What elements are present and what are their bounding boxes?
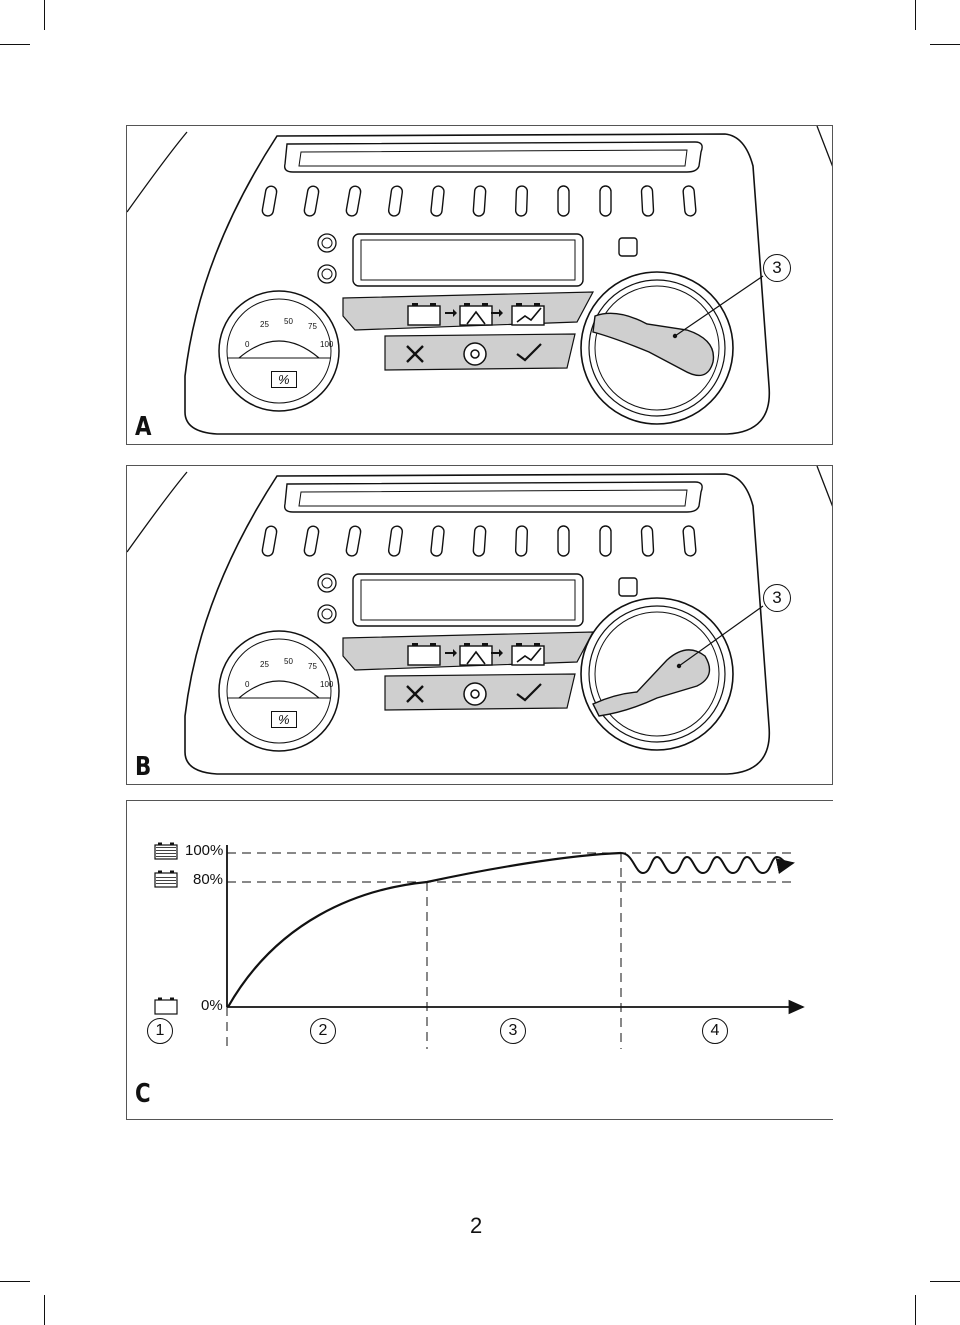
figure-c-panel: 100% 80% 0% 1 2 3 4 C <box>126 800 833 1120</box>
figure-label-c: C <box>135 1079 151 1109</box>
charger-front-illustration <box>127 466 832 775</box>
figure-a-panel: 0 25 50 75 100 % 3 A <box>126 125 833 445</box>
phase-3-label: 3 <box>500 1018 526 1044</box>
battery-full-icon <box>154 842 178 860</box>
figure-b-panel: 0 25 50 75 100 % 3 B <box>126 465 833 785</box>
phase-4-label: 4 <box>702 1018 728 1044</box>
gauge-tick-0: 0 <box>245 340 250 349</box>
battery-partial-icon <box>154 870 178 888</box>
gauge-tick-75: 75 <box>308 662 317 671</box>
phase-1-label: 1 <box>147 1018 173 1044</box>
gauge-percent-symbol: % <box>271 371 297 388</box>
charger-front-illustration <box>127 126 832 435</box>
gauge-tick-0: 0 <box>245 680 250 689</box>
gauge-tick-50: 50 <box>284 317 293 326</box>
charging-curve-diagram <box>154 842 805 1049</box>
gauge-tick-75: 75 <box>308 322 317 331</box>
crop-mark <box>915 0 916 30</box>
figure-label-b: B <box>135 752 152 782</box>
crop-mark <box>915 1295 916 1325</box>
figure-label-a: A <box>135 412 152 442</box>
crop-mark <box>44 1295 45 1325</box>
gauge-tick-100: 100 <box>320 680 334 689</box>
crop-mark <box>0 44 30 45</box>
level-label-0: 0% <box>201 997 223 1014</box>
gauge-percent-symbol: % <box>271 711 297 728</box>
callout-3-figure-a: 3 <box>763 254 791 282</box>
crop-mark <box>930 44 960 45</box>
level-label-80: 80% <box>193 871 224 888</box>
crop-mark <box>44 0 45 30</box>
crop-mark <box>0 1281 30 1282</box>
gauge-tick-25: 25 <box>260 320 269 329</box>
gauge-tick-100: 100 <box>320 340 334 349</box>
level-label-100: 100% <box>185 842 224 859</box>
battery-empty-icon <box>154 997 178 1015</box>
gauge-tick-50: 50 <box>284 657 293 666</box>
callout-3-figure-b: 3 <box>763 584 791 612</box>
phase-2-label: 2 <box>310 1018 336 1044</box>
gauge-tick-25: 25 <box>260 660 269 669</box>
crop-mark <box>930 1281 960 1282</box>
page-number: 2 <box>470 1213 483 1238</box>
